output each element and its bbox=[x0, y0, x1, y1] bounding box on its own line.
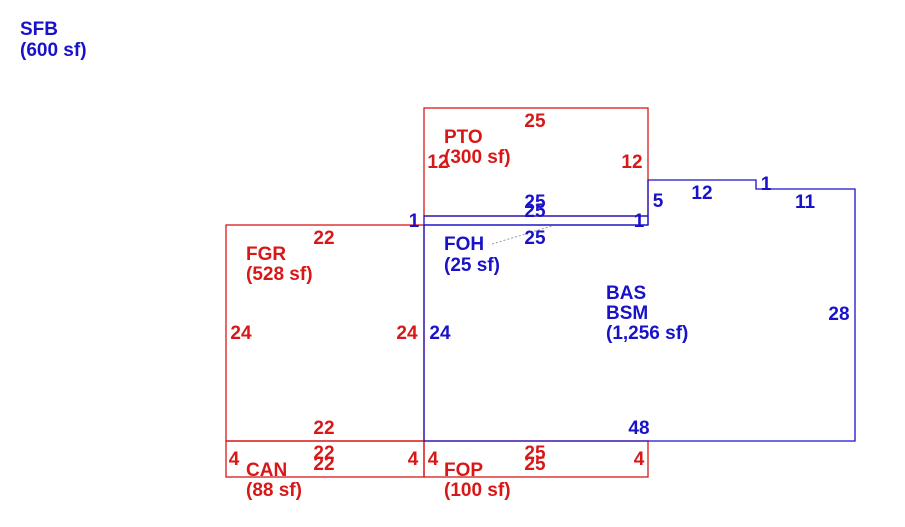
dim-foh-top-b: 25 bbox=[524, 201, 546, 222]
dim-foh-left: 1 bbox=[409, 211, 420, 232]
dim-bas-top-b: 11 bbox=[795, 192, 816, 213]
fop-area: (100 sf) bbox=[444, 480, 511, 501]
bas-outline bbox=[423, 179, 856, 442]
dim-fgr-top: 22 bbox=[313, 228, 334, 249]
dim-bas-top-a: 12 bbox=[691, 183, 712, 204]
can-code: CAN bbox=[246, 460, 287, 481]
sfb-code: SFB bbox=[20, 19, 58, 40]
dim-foh-bottom: 25 bbox=[524, 228, 546, 249]
pto-area: (300 sf) bbox=[444, 147, 511, 168]
dim-bas-notch: 1 bbox=[761, 174, 772, 195]
dim-can-left: 4 bbox=[229, 449, 240, 470]
foh-code: FOH bbox=[444, 234, 484, 255]
dim-pto-top: 25 bbox=[524, 111, 546, 132]
dim-can-top: 22 bbox=[313, 443, 334, 464]
dim-foh-top-a: 25 bbox=[524, 192, 546, 213]
dim-fgr-left: 24 bbox=[230, 323, 252, 344]
dim-fop-right: 4 bbox=[634, 449, 645, 470]
bas-code: BAS bbox=[606, 283, 646, 304]
dim-bas-bottom: 48 bbox=[628, 418, 649, 439]
foh-leader-line bbox=[491, 225, 553, 245]
bsm-code: BSM bbox=[606, 303, 648, 324]
bas-area: (1,256 sf) bbox=[606, 323, 688, 344]
dim-fgr-bottom: 22 bbox=[313, 418, 334, 439]
fop-code: FOP bbox=[444, 460, 483, 481]
fgr-code: FGR bbox=[246, 244, 286, 265]
pto-code: PTO bbox=[444, 127, 483, 148]
fgr-area: (528 sf) bbox=[246, 264, 313, 285]
dim-fop-left: 4 bbox=[428, 449, 439, 470]
sfb-area: (600 sf) bbox=[20, 40, 87, 61]
foh-area: (25 sf) bbox=[444, 255, 500, 276]
dim-fgr-right: 24 bbox=[396, 323, 418, 344]
dim-bas-notch-left: 5 bbox=[653, 191, 664, 212]
dim-fop-top: 25 bbox=[524, 443, 546, 464]
dim-pto-right: 12 bbox=[621, 152, 642, 173]
dim-bas-left: 24 bbox=[429, 323, 451, 344]
can-area: (88 sf) bbox=[246, 480, 302, 501]
dim-pto-left: 12 bbox=[427, 152, 448, 173]
dim-can-bottom: 22 bbox=[313, 454, 334, 475]
dim-fop-bottom: 25 bbox=[524, 454, 546, 475]
dim-foh-right: 1 bbox=[634, 211, 645, 232]
dim-can-right: 4 bbox=[408, 449, 419, 470]
dim-bas-right: 28 bbox=[828, 304, 849, 325]
